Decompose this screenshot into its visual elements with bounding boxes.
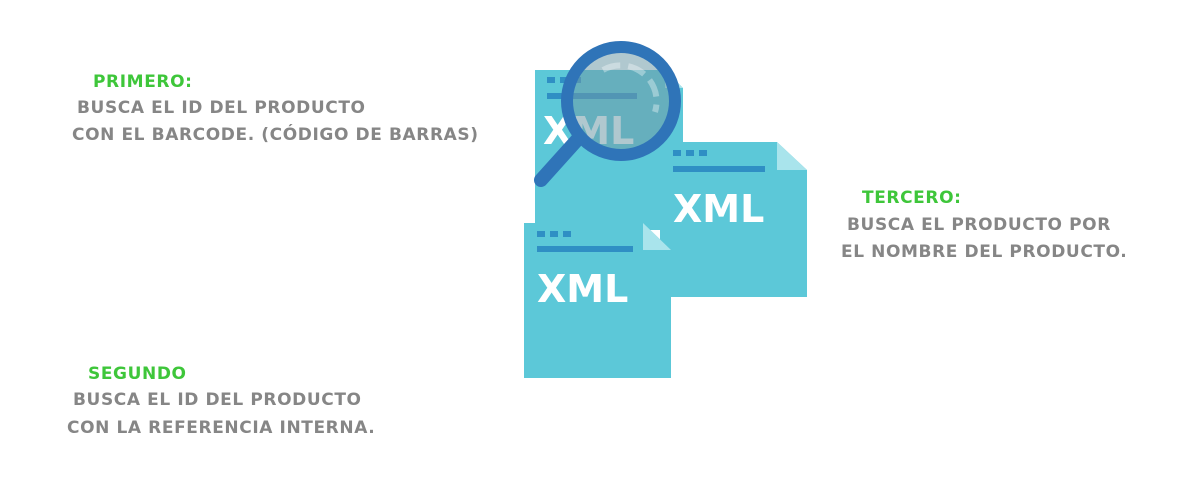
step-second-title: SEGUNDO [88, 364, 187, 384]
step-third-line-1: BUSCA EL PRODUCTO POR [847, 215, 1111, 235]
step-first-line-2: CON EL BARCODE. (CÓDIGO DE BARRAS) [72, 125, 479, 145]
magnifier-icon [534, 41, 681, 187]
step-second-line-1: BUSCA EL ID DEL PRODUCTO [73, 390, 362, 410]
step-second-line-2: CON LA REFERENCIA INTERNA. [67, 418, 376, 438]
step-first-title: PRIMERO: [93, 72, 193, 92]
xml-label-right: XML [673, 187, 764, 231]
xml-file-icon: XML [524, 223, 671, 378]
xml-file-icon: XML [660, 142, 807, 297]
step-first-line-1: BUSCA EL ID DEL PRODUCTO [77, 98, 366, 118]
xml-search-illustration: XML XML XML [524, 41, 807, 378]
xml-label-bottom: XML [537, 267, 628, 311]
step-third-line-2: EL NOMBRE DEL PRODUCTO. [841, 242, 1128, 262]
step-third-title: TERCERO: [862, 188, 962, 208]
